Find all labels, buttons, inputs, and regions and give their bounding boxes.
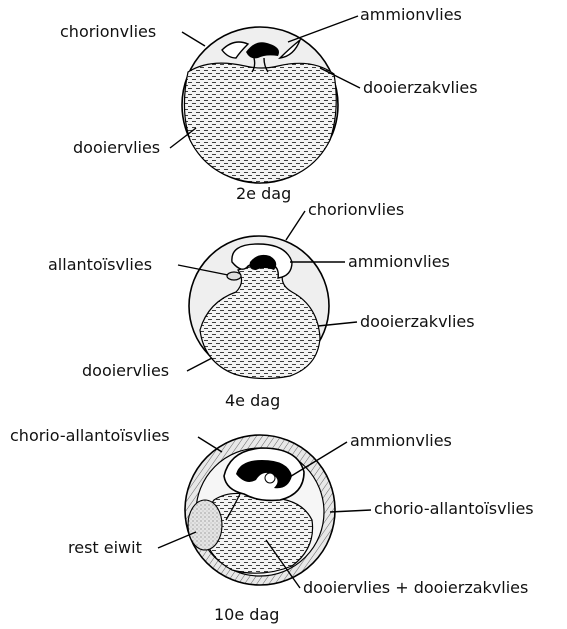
label-yolk: dooiervlies	[73, 138, 160, 157]
label-amnion: ammionvlies	[348, 252, 450, 271]
leader-amnion	[288, 16, 358, 42]
leader-rest-albumen	[158, 532, 196, 548]
leader-yolk	[187, 358, 212, 371]
label-yolk-sac: dooierzakvlies	[360, 312, 475, 331]
leader-chorio-allantois-left	[198, 437, 222, 452]
allantois-bud	[227, 272, 241, 280]
caption-day-4: 4e dag	[225, 391, 280, 410]
caption-day-2: 2e dag	[236, 184, 291, 203]
panel-day-10: chorio-allantoïsvlies ammionvlies chorio…	[10, 426, 534, 624]
label-yolk-sac: dooierzakvlies	[363, 78, 478, 97]
label-amnion: ammionvlies	[350, 431, 452, 450]
panel-day-4: chorionvlies allantoïsvlies ammionvlies …	[48, 200, 475, 410]
label-allantois: allantoïsvlies	[48, 255, 152, 274]
label-amnion: ammionvlies	[360, 5, 462, 24]
label-chorion: chorionvlies	[60, 22, 156, 41]
label-yolk-combined: dooiervlies + dooierzakvlies	[303, 578, 528, 597]
label-chorio-allantois-left: chorio-allantoïsvlies	[10, 426, 170, 445]
label-chorion: chorionvlies	[308, 200, 404, 219]
yolk-mass	[184, 63, 336, 183]
embryo-eye	[265, 473, 275, 483]
leader-chorio-allantois-right	[330, 510, 371, 512]
caption-day-10: 10e dag	[214, 605, 279, 624]
rest-albumen	[188, 500, 222, 550]
leader-chorion	[182, 32, 205, 46]
leader-chorion	[286, 211, 305, 240]
label-rest-albumen: rest eiwit	[68, 538, 142, 557]
label-yolk: dooiervlies	[82, 361, 169, 380]
panel-day-2: chorionvlies ammionvlies dooierzakvlies …	[60, 5, 478, 203]
label-chorio-allantois-right: chorio-allantoïsvlies	[374, 499, 534, 518]
